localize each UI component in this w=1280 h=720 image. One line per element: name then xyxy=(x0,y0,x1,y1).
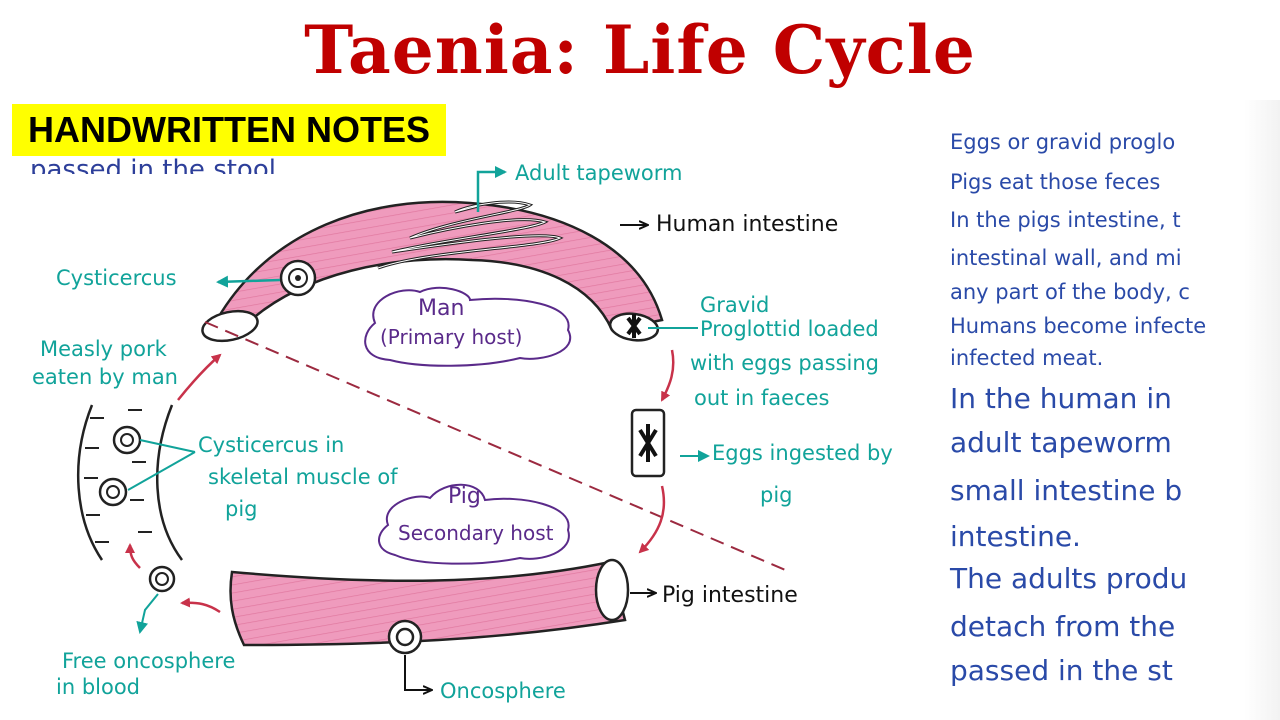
muscle-left-edge xyxy=(77,404,104,561)
arrow-gravid-to-egg xyxy=(660,349,675,402)
man-host-bubble xyxy=(364,286,572,367)
label-man-host-2: (Primary host) xyxy=(380,325,523,349)
handwritten-notes-badge: HANDWRITTEN NOTES xyxy=(12,104,446,156)
label-gravid-4: out in faeces xyxy=(694,386,830,410)
note-line: intestinal wall, and mi xyxy=(950,246,1182,270)
note-line: any part of the body, c xyxy=(950,280,1190,304)
arrow-muscle-to-man xyxy=(177,353,222,401)
pointer-adult-tapeworm xyxy=(476,166,507,212)
label-gravid-1: Gravid xyxy=(700,293,770,317)
label-pig-intestine: Pig intestine xyxy=(662,583,798,608)
label-cyst-muscle-1: Cysticercus in xyxy=(198,433,345,457)
label-free-oncosphere-2: in blood xyxy=(56,675,141,699)
note-line: In the human in xyxy=(950,382,1172,415)
oncosphere-icon xyxy=(387,619,423,655)
proglottid-in-opening-icon xyxy=(626,314,642,338)
muscle-cysticercus-icon-2 xyxy=(98,477,128,507)
note-line: adult tapeworm xyxy=(950,426,1172,459)
pointer-free-oncosphere xyxy=(136,593,159,634)
note-line: small intestine b xyxy=(950,474,1183,507)
label-free-oncosphere-1: Free oncosphere xyxy=(62,649,236,673)
note-line: intestine. xyxy=(950,520,1081,553)
human-intestine-left-opening xyxy=(201,309,259,343)
note-line: infected meat. xyxy=(950,346,1104,370)
label-eggs-ingested-1: Eggs ingested by xyxy=(712,441,893,465)
pointer-cysticercus xyxy=(216,275,281,288)
cropped-note-text: passed in the stool xyxy=(30,155,276,174)
life-cycle-diagram xyxy=(77,166,791,720)
note-line: The adults produ xyxy=(950,562,1188,595)
muscle-striations xyxy=(84,409,152,543)
note-line: Eggs or gravid proglo xyxy=(950,130,1176,154)
muscle-cysticercus-icon-1 xyxy=(112,425,142,455)
label-pig-host-1: Pig xyxy=(448,484,481,509)
pig-intestine-tube xyxy=(229,560,627,647)
note-line: Pigs eat those feces xyxy=(950,170,1161,194)
page-title: Taenia: Life Cycle xyxy=(304,11,976,89)
muscle-right-edge xyxy=(156,404,184,561)
label-adult-tapeworm: Adult tapeworm xyxy=(515,161,683,185)
human-intestine-tube xyxy=(216,200,664,332)
pig-host-bubble xyxy=(378,483,570,565)
note-line: passed in the st xyxy=(950,654,1173,687)
arrow-egg-to-pig xyxy=(638,485,666,554)
label-gravid-2: Proglottid loaded xyxy=(700,317,879,341)
pointer-muscle-cyst-1 xyxy=(139,439,196,453)
label-human-intestine: Human intestine xyxy=(656,212,839,237)
pointer-oncosphere xyxy=(404,655,432,690)
label-cyst-muscle-3: pig xyxy=(225,497,258,521)
label-oncosphere: Oncosphere xyxy=(440,679,566,703)
label-eggs-ingested-2: pig xyxy=(760,483,793,507)
notes-panel: Eggs or gravid proglo Pigs eat those fec… xyxy=(942,122,1245,712)
label-measly-2: eaten by man xyxy=(32,365,178,389)
note-line: In the pigs intestine, t xyxy=(950,208,1181,232)
label-cysticercus: Cysticercus xyxy=(56,266,177,290)
label-man-host-1: Man xyxy=(418,296,465,321)
pointer-muscle-cyst-2 xyxy=(127,451,196,491)
arrow-oncosphere-to-muscle xyxy=(125,543,141,569)
label-gravid-3: with eggs passing xyxy=(690,351,879,375)
page-edge xyxy=(1244,100,1280,720)
label-cyst-muscle-2: skeletal muscle of xyxy=(208,465,398,489)
free-oncosphere-icon xyxy=(148,565,176,593)
label-measly-1: Measly pork xyxy=(40,337,167,361)
note-line: detach from the xyxy=(950,610,1176,643)
pig-intestine-opening xyxy=(594,558,630,622)
host-divider-line xyxy=(204,321,791,573)
note-line: Humans become infecte xyxy=(950,314,1207,338)
label-pig-host-2: Secondary host xyxy=(398,521,554,545)
arrow-pig-to-oncosphere xyxy=(180,597,221,614)
